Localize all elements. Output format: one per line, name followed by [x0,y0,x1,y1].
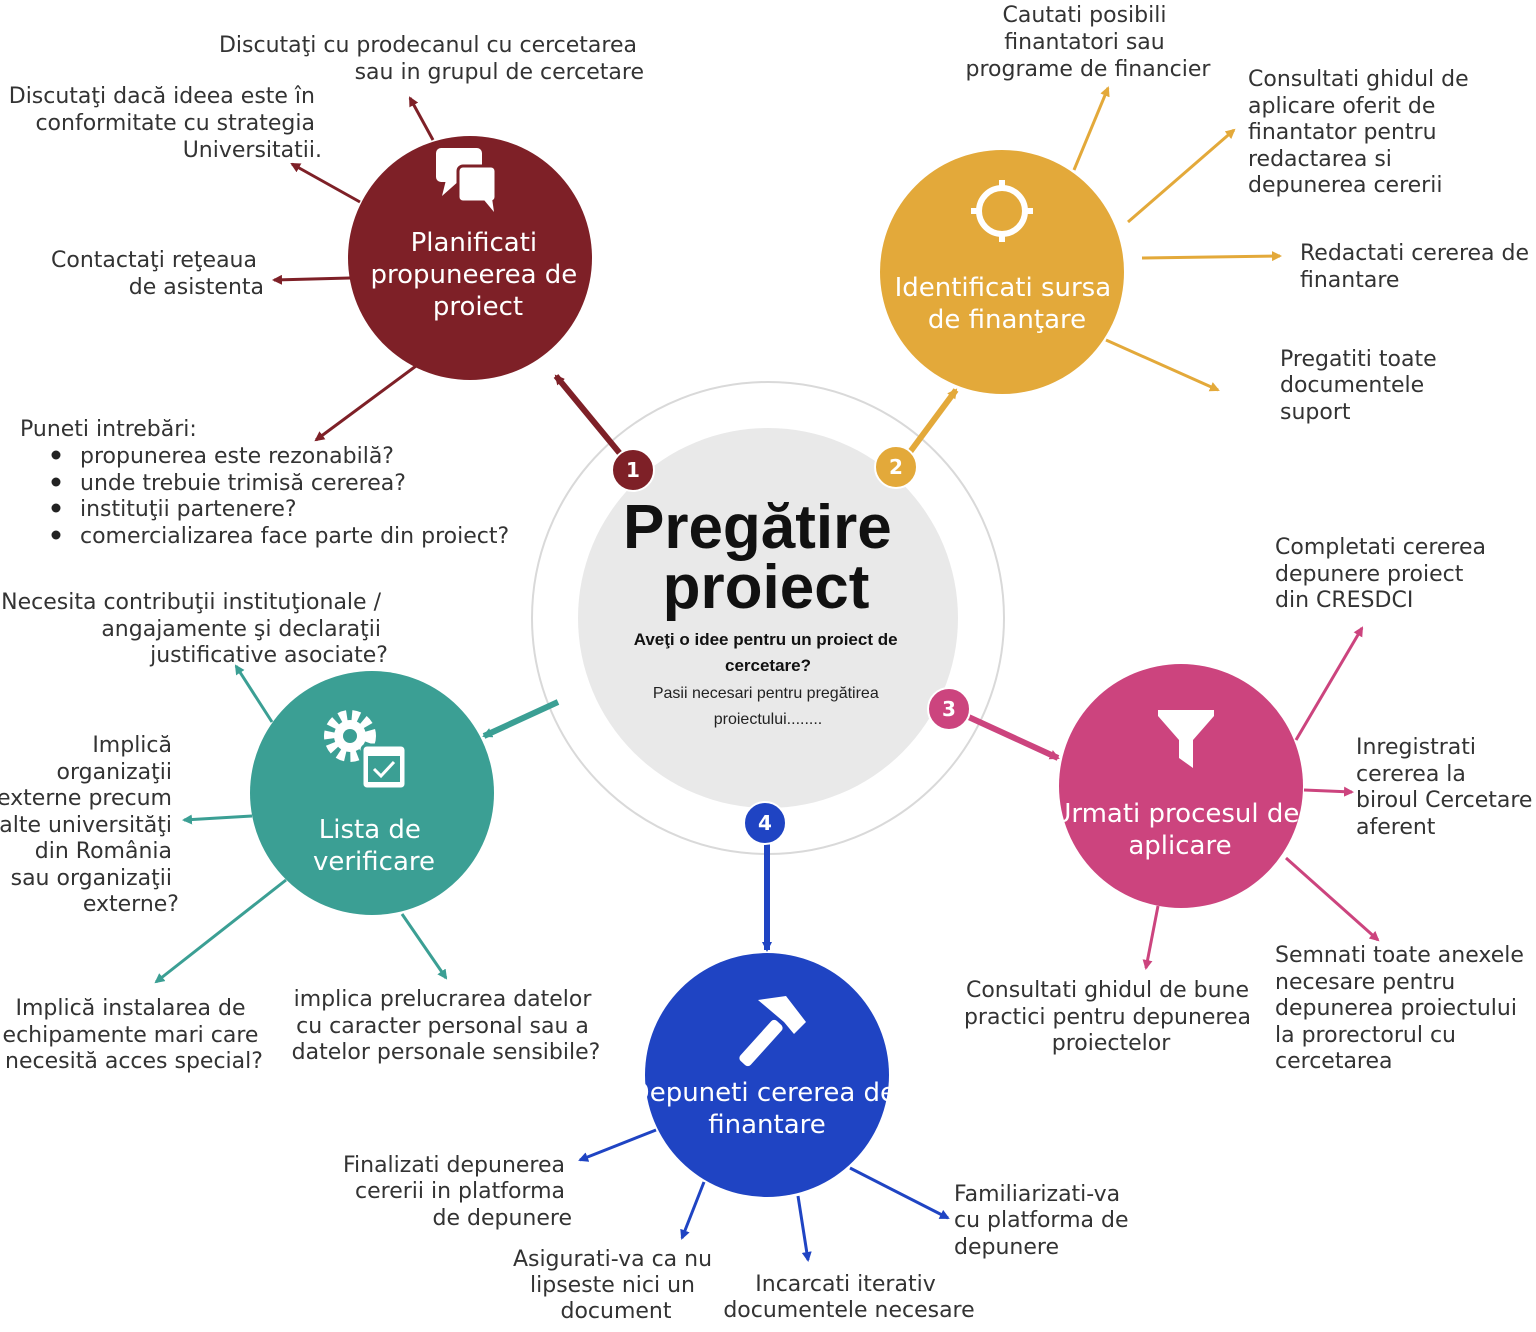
arrow-yellow-1 [1072,86,1110,171]
arrow-red-1 [408,96,435,141]
step-badge-4: 4 [743,801,787,845]
red-note-3: Contactaţi reţeaua de asistenta [51,248,264,300]
connector-step-2 [907,388,959,454]
arrow-blue-3 [680,1181,706,1240]
pink-note-4: Consultati ghidul de bune practici pentr… [964,978,1258,1056]
arrow-red-4 [314,364,417,442]
arrow-red-2 [290,162,361,204]
pink-note-3: Semnati toate anexele necesare pentru de… [1275,943,1531,1074]
center-question: Aveţi o idee pentru un proiect de cercet… [634,630,903,675]
arrow-pink-4 [1142,905,1160,970]
step-badge-3: 3 [927,687,971,731]
yellow-note-3: Redactati cererea de finantare [1300,241,1536,293]
arrow-teal-4 [400,913,448,980]
arrow-pink-1 [1294,626,1364,741]
hub-plan: Planificati propuneerea de proiect [348,136,592,380]
gear-checklist-icon [324,710,408,791]
arrow-teal-3 [154,878,287,984]
arrow-yellow-2 [1127,128,1236,224]
center-subtitle: Pasii necesari pentru pregătirea proiect… [653,685,883,728]
arrow-teal-1 [234,664,274,723]
hub-funding: Identificati sursa de finanţare [880,150,1124,394]
target-crosshair-icon [971,180,1033,242]
arrow-yellow-4 [1105,338,1220,392]
svg-text:3: 3 [942,697,956,721]
question-item: instituţii partenere? [80,497,297,522]
arrow-blue-4 [578,1128,657,1162]
hammer-icon [739,996,806,1067]
svg-text:Urmati procesul de aplic: Urmati procesul de aplicare [1052,799,1307,861]
connector-checklist [482,699,560,739]
arrow-yellow-3 [1141,251,1282,262]
connector-step-1 [553,374,625,458]
red-note-1: Discutaţi cu prodecanul cu cercetarea sa… [219,33,644,85]
arrow-teal-2 [182,814,253,825]
questions-heading: Puneti intrebări: [20,417,197,442]
chat-bubbles-icon [436,148,498,212]
svg-text:Identificati sursa de fi: Identificati sursa de finanţare [895,273,1120,335]
arrow-pink-3 [1285,856,1380,942]
teal-note-1: Necesita contribuţii instituţionale / an… [1,590,388,668]
teal-note-2: Implică organizaţii externe precum alte … [0,733,179,917]
question-item: unde trebuie trimisă cererea? [80,471,406,496]
teal-note-4: implica prelucrarea datelor cu caracter … [292,987,601,1065]
center-disc [578,428,958,808]
svg-text:1: 1 [626,458,640,482]
teal-note-3: Implică instalarea de echipamente mari c… [3,996,266,1074]
blue-note-1: Familiarizati-va cu platforma de depuner… [954,1182,1136,1260]
funnel-icon [1158,710,1214,768]
svg-text:Depuneti cererea de fina: Depuneti cererea de finantare [630,1078,905,1140]
blue-note-2: Incarcati iterativ documentele necesare [723,1272,974,1323]
svg-text:4: 4 [758,811,772,835]
hub-checklist: Lista de verificare [250,671,494,915]
question-item: propunerea este rezonabilă? [80,444,394,469]
pink-note-1: Completati cererea depunere proiect din … [1275,535,1493,613]
svg-text:2: 2 [889,455,903,479]
arrow-pink-2 [1303,786,1354,797]
svg-text:Lista de verificare: Lista de verificare [313,815,435,877]
arrow-blue-2 [796,1195,812,1262]
hub-application: Urmati procesul de aplicare [1052,664,1307,908]
pink-note-2: Inregistrati cererea la biroul Cercetare… [1356,735,1536,840]
yellow-note-2: Consultati ghidul de aplicare oferit de … [1248,67,1476,198]
yellow-note-1: Cautati posibili finantatori sau program… [966,3,1212,82]
arrow-blue-1 [849,1166,950,1220]
arrow-red-3 [272,274,351,285]
connector-step-3 [960,711,1060,761]
question-item: comercializarea face parte din proiect? [80,524,509,549]
blue-note-3: Asigurati-va ca nu lipseste nici un docu… [513,1247,719,1324]
blue-note-4: Finalizati depunerea cererii in platform… [343,1153,572,1231]
questions-list: propunerea este rezonabilă? unde trebuie… [51,444,509,549]
red-note-2: Discutaţi dacă ideea este în conformitat… [9,84,322,163]
svg-text:Planificati propuneerea: Planificati propuneerea de proiect [370,228,585,322]
yellow-note-4: Pregatiti toate documentele suport [1280,347,1444,425]
center-title: Pregătire proiect [623,493,909,622]
step-badge-1: 1 [611,448,655,492]
step-badge-2: 2 [874,445,918,489]
hub-submit: Depuneti cererea de finantare [630,953,905,1197]
